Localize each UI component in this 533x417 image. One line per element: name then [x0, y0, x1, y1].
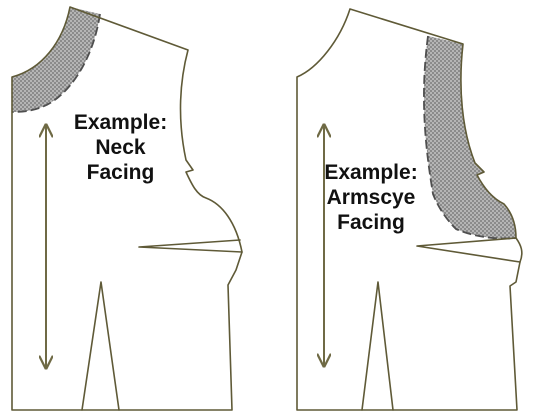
label-line: Example:	[73, 111, 168, 134]
label-line: Example:	[324, 161, 418, 184]
label-line: Facing	[86, 161, 155, 184]
bodice-piece-right	[296, 8, 523, 411]
neck-facing-edge	[11, 13, 101, 113]
bodice-outline-right	[296, 8, 523, 411]
label-line: Armscye	[326, 186, 416, 209]
label-line: Neck	[95, 136, 146, 159]
armscye-facing-label: Example: Armscye Facing	[316, 160, 426, 235]
waist-dart-right	[361, 281, 394, 411]
label-line: Facing	[337, 211, 405, 234]
neck-facing-area	[12, 7, 100, 112]
armscye-facing-edge	[423, 35, 517, 240]
bodice-outline-left	[11, 6, 243, 411]
bodice-piece-left	[11, 6, 243, 411]
bust-dart-right	[416, 237, 521, 263]
bust-dart-left	[138, 239, 243, 253]
waist-dart-left	[81, 281, 120, 411]
armscye-facing-area	[423, 36, 516, 239]
neck-facing-label: Example: Neck Facing	[58, 110, 183, 185]
